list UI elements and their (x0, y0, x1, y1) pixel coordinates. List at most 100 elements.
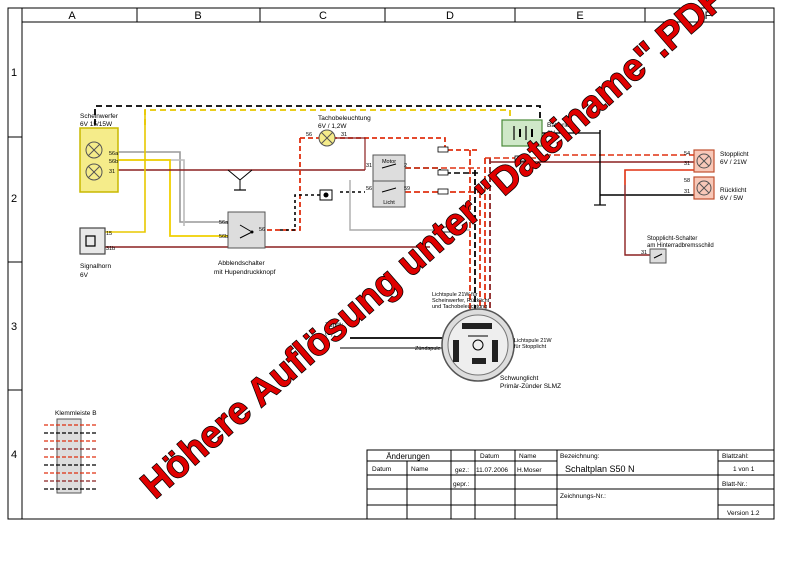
row-label-2: 2 (11, 193, 17, 205)
wire-56a (118, 151, 228, 223)
headlight-name: Scheinwerfer (80, 113, 119, 120)
tacho-pin-31: 31 (341, 132, 347, 138)
horn-pin-15: 15 (106, 231, 112, 237)
brake-switch (649, 248, 667, 264)
switch-licht-label: Licht (383, 200, 395, 206)
ignition-switch (372, 154, 406, 208)
gepr-label: gepr.: (453, 481, 469, 488)
magneto-name: Schwunglicht (500, 375, 538, 382)
blattzahl-value: 1 von 1 (733, 466, 755, 473)
gez-date: 11.07.2006 (476, 467, 508, 474)
wire-brake-switch (624, 185, 650, 256)
stoplight-pin-54: 54 (684, 151, 690, 157)
bezeichnung-value: Schaltplan S50 N (565, 464, 635, 474)
headlight-pin-56a: 56a (109, 151, 119, 157)
wire-56b-yellow (118, 159, 228, 237)
terminal-block (44, 418, 96, 494)
horn (79, 227, 106, 255)
row-label-1: 1 (11, 67, 17, 79)
headlight-pin-31: 31 (109, 169, 115, 175)
magneto-coil-stop: Lichtspule 21W (514, 338, 552, 344)
switch-pin-2: 2 (404, 163, 407, 169)
switch-pin-59: 59 (404, 186, 410, 192)
gez-label: gez.: (455, 467, 469, 474)
dimmer-pin-56b: 56b (219, 234, 228, 240)
taillight-pin-31: 31 (684, 189, 690, 195)
magneto-coil-light: Lichtspule 21W für (432, 292, 478, 298)
headlight-pin-56b: 56b (109, 159, 118, 165)
column-label-c: C (319, 10, 327, 22)
switch-pin-31: 31 (366, 163, 372, 169)
taillight-pin-58: 58 (684, 178, 690, 184)
terminal-block-name: Klemmleiste B (55, 410, 97, 417)
horn-pin-31b: 31b (106, 246, 115, 252)
wire-to-stoplight (485, 154, 695, 159)
ground-symbol-1 (227, 169, 253, 181)
column-label-a: A (68, 10, 76, 22)
brake-switch-sub: am Hinterradbremsschild (647, 243, 714, 249)
dimmer-pin-56: 56 (259, 227, 265, 233)
spark-plug-pin: (1) (325, 330, 333, 337)
title-col-name: Name (519, 453, 537, 460)
brake-switch-pin: 31 (641, 250, 647, 256)
taillight (693, 176, 715, 200)
title-col-datum: Datum (480, 453, 499, 460)
dimmer-name: Abblendschalter (218, 260, 265, 267)
row-dividers (8, 136, 22, 391)
taillight-rating: 6V / 5W (720, 195, 744, 202)
tacho-name: Tachobeleuchtung (318, 115, 371, 122)
switch-motor-label: Motor (382, 159, 396, 165)
wire-horn-15 (105, 110, 146, 233)
gez-name: H.Moser (517, 467, 542, 474)
horn-rating: 6V (80, 272, 89, 279)
changes-header: Änderungen (386, 452, 430, 461)
dimmer-sub: mit Hupendruckknopf (214, 269, 276, 276)
stoplight-pin-31: 31 (684, 161, 690, 167)
title-block-grid (366, 449, 775, 520)
taillight-name: Rücklicht (720, 187, 747, 194)
wire-grey-mid (349, 180, 470, 231)
switch-pin-56: 56 (366, 186, 372, 192)
headlight (79, 127, 119, 193)
wire-yellow-top (144, 109, 511, 125)
column-label-b: B (194, 10, 201, 22)
tacho-rating: 6V / 1,2W (318, 123, 347, 130)
version-label: Version 1.2 (727, 510, 760, 517)
zeichnungs-label: Zeichnungs-Nr.: (560, 493, 606, 500)
blattzahl-label: Blattzahl: (722, 453, 749, 460)
headlight-rating: 6V 15/15W (80, 121, 113, 128)
blatt-nr-label: Blatt-Nr.: (722, 481, 747, 488)
stoplight (693, 149, 715, 173)
column-label-e: E (576, 10, 583, 22)
magneto (441, 308, 515, 382)
spark-plug-label: Zündk (325, 322, 344, 329)
wire-taillight-58 (624, 169, 695, 185)
column-dividers (21, 8, 646, 22)
changes-col-datum: Datum (372, 466, 391, 473)
dimmer-pin-56a: 56a (219, 220, 229, 226)
magneto-ignition-coil: Zündspule (415, 346, 441, 352)
inline-connectors (437, 146, 526, 233)
tacho-lamp (318, 129, 336, 147)
stoplight-rating: 6V / 21W (720, 159, 748, 166)
magneto-coil-light-2: Scheinwerfer, Rücklicht (432, 298, 490, 304)
row-label-4: 4 (11, 449, 17, 461)
magneto-coil-stop-2: für Stopplicht (514, 344, 547, 350)
wire-tacho-31 (335, 137, 366, 170)
magneto-coil-light-3: und Tachobeleuchtung (432, 304, 487, 310)
column-label-f: F (705, 10, 712, 22)
horn-name: Signalhorn (80, 263, 111, 270)
battery (501, 119, 543, 147)
wire-dimmer-black (280, 194, 320, 231)
wires-to-magneto (469, 150, 491, 325)
battery-name: Batterie (547, 122, 570, 129)
tacho-pin-56: 56 (306, 132, 312, 138)
stoplight-name: Stopplicht (720, 151, 749, 158)
wire-tacho-56 (265, 138, 301, 231)
column-label-d: D (446, 10, 454, 22)
brake-switch-name: Stopplicht-Schalter (647, 236, 697, 242)
changes-col-name: Name (411, 466, 429, 473)
dimmer-switch (227, 211, 266, 249)
wire-ground-top (94, 105, 541, 125)
connector-1 (319, 189, 333, 201)
